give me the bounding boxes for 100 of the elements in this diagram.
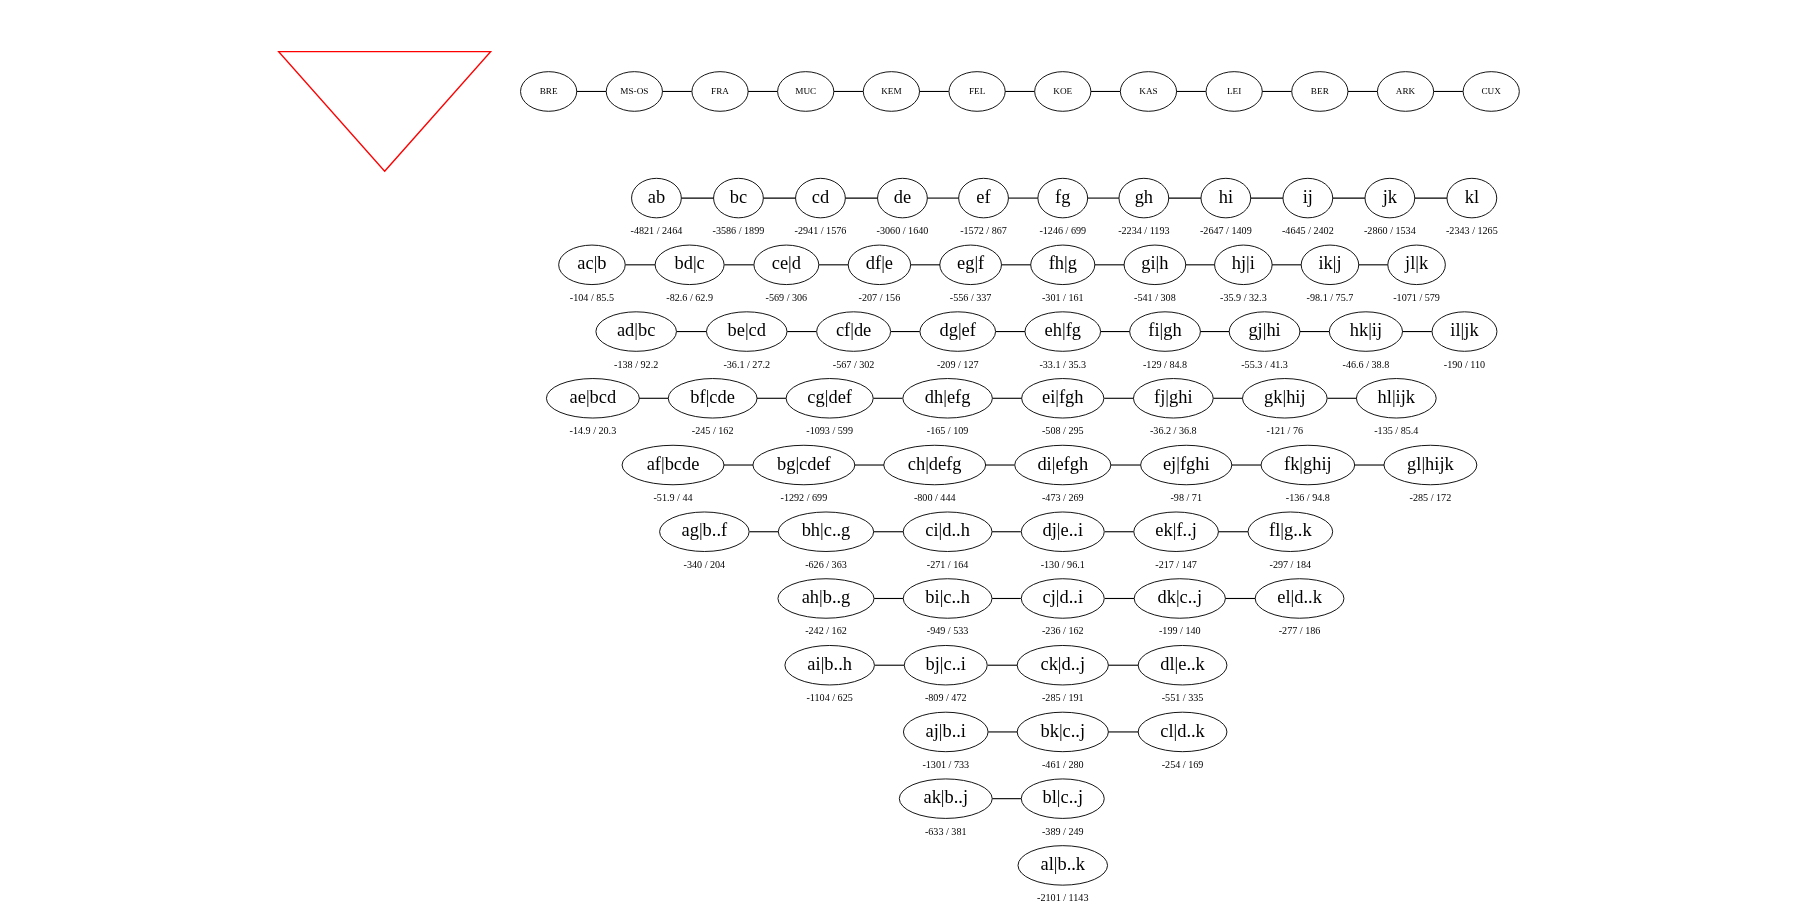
connector <box>1107 731 1139 733</box>
connector <box>638 397 669 399</box>
node-ellipse: bh|c..g <box>777 511 875 552</box>
node-ellipse: cf|de <box>816 311 892 352</box>
node-label: -285 / 172 <box>1409 491 1452 503</box>
connector <box>1090 90 1121 93</box>
connector <box>1185 264 1216 266</box>
node-label: -121 / 76 <box>1266 425 1304 437</box>
node-ellipse: fg <box>1037 177 1089 219</box>
connector <box>1110 464 1141 466</box>
node-ellipse: gk|hij <box>1242 378 1328 419</box>
node-label: -2941 / 1576 <box>794 225 847 237</box>
connector <box>1176 90 1207 93</box>
connector <box>1168 197 1202 199</box>
node-ellipse: ce|d <box>753 244 820 286</box>
node-label: -1292 / 699 <box>780 491 828 503</box>
node-label: -135 / 85.4 <box>1374 425 1419 437</box>
node-label: -541 / 308 <box>1134 291 1176 303</box>
node-ellipse: bg|cdef <box>752 444 856 486</box>
connector <box>987 731 1018 733</box>
node-label: -1104 / 625 <box>806 692 853 704</box>
connector <box>1261 90 1293 93</box>
connector <box>874 664 905 666</box>
node-label: -190 / 110 <box>1443 358 1486 370</box>
connector <box>890 331 921 333</box>
node-ellipse: cj|d..i <box>1020 578 1105 619</box>
node-label: -14.9 / 20.3 <box>569 425 617 437</box>
node-ellipse: cl|d..k <box>1137 711 1228 753</box>
node-label: -1093 / 599 <box>806 425 854 437</box>
connector <box>1224 597 1256 600</box>
node-triangle <box>277 50 493 173</box>
node-label: -461 / 280 <box>1041 758 1084 770</box>
node-ellipse: dg|ef <box>919 311 996 352</box>
node-label: -236 / 162 <box>1041 625 1084 637</box>
node-label: -1246 / 699 <box>1039 225 1087 237</box>
node-label: -1071 / 579 <box>1393 291 1440 303</box>
node-ellipse: al|b..k <box>1017 845 1108 886</box>
node-ellipse: eg|f <box>939 244 1002 286</box>
node-ellipse: ad|bc <box>595 311 677 352</box>
node-ellipse: MS-OS <box>605 71 663 112</box>
node-ellipse: KOE <box>1034 71 1092 112</box>
node-label: -130 / 96.1 <box>1040 558 1085 570</box>
node-ellipse: dk|c..j <box>1133 578 1226 619</box>
node-label: -242 / 162 <box>805 625 847 637</box>
node-label: -285 / 191 <box>1041 692 1084 704</box>
node-label: -33.1 / 35.3 <box>1039 358 1087 370</box>
node-label: -217 / 147 <box>1155 558 1197 570</box>
connector <box>676 331 707 333</box>
connector <box>786 331 817 333</box>
connector <box>1107 664 1139 666</box>
node-ellipse: ab <box>631 177 682 219</box>
connector <box>818 264 849 266</box>
node-label: -473 / 269 <box>1041 491 1084 503</box>
node-label: -254 / 169 <box>1161 758 1204 770</box>
connector <box>1217 531 1249 533</box>
node-ellipse: df|e <box>847 244 912 286</box>
connector <box>1087 197 1120 199</box>
node-ellipse: bj|c..i <box>903 645 988 686</box>
node-ellipse: ah|b..g <box>777 578 875 619</box>
node-label: -809 / 472 <box>924 692 967 704</box>
node-label: -36.1 / 27.2 <box>723 358 771 370</box>
connector <box>723 264 755 266</box>
node-ellipse: hl|ijk <box>1356 378 1437 419</box>
node-label: -1572 / 867 <box>960 225 1007 237</box>
node-ellipse: gl|hijk <box>1383 444 1478 486</box>
node-label: -104 / 85.5 <box>569 291 615 303</box>
node-ellipse: be|cd <box>706 311 788 352</box>
node-ellipse: ij <box>1282 177 1334 219</box>
node-label: -2647 / 1409 <box>1199 225 1252 237</box>
connector <box>748 531 779 533</box>
connector <box>1100 331 1131 333</box>
connector <box>762 197 797 199</box>
connector <box>1347 90 1378 93</box>
node-label: -209 / 127 <box>936 358 979 370</box>
node-ellipse: gj|hi <box>1228 311 1301 352</box>
node-label: -949 / 533 <box>926 625 969 637</box>
node-label: -301 / 161 <box>1041 291 1084 303</box>
node-label: -2101 / 1143 <box>1037 892 1089 904</box>
node-ellipse: BER <box>1291 71 1349 112</box>
node-ellipse: ci|d..h <box>902 511 993 552</box>
connector <box>1001 264 1032 266</box>
node-ellipse: KAS <box>1119 71 1177 112</box>
node-ellipse: gi|h <box>1123 244 1187 286</box>
node-ellipse: ei|fgh <box>1021 378 1105 419</box>
node-ellipse: ej|fghi <box>1140 444 1233 486</box>
connector <box>1401 331 1433 333</box>
connector <box>1212 397 1243 399</box>
node-label: -2234 / 1193 <box>1118 225 1170 237</box>
node-label: -297 / 184 <box>1269 558 1312 570</box>
connector <box>1008 197 1039 199</box>
connector <box>756 397 787 399</box>
node-label: -569 / 306 <box>765 291 808 303</box>
connector <box>873 597 904 600</box>
node-ellipse: il|jk <box>1431 311 1498 352</box>
node-label: -35.9 / 32.3 <box>1220 291 1267 303</box>
node-label: -800 / 444 <box>913 491 956 503</box>
node-ellipse: FRA <box>691 71 749 112</box>
connector <box>926 197 960 199</box>
connector <box>1358 264 1389 266</box>
node-label: -46.6 / 38.8 <box>1342 358 1390 370</box>
